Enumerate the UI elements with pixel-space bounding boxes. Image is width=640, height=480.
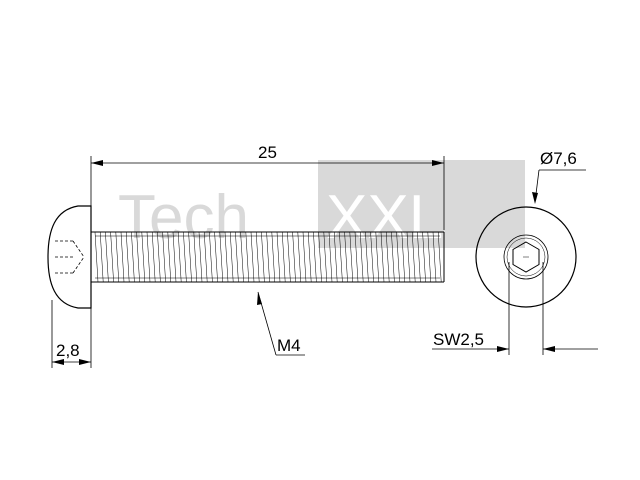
thread-line: [245, 231, 250, 283]
thread-line: [193, 231, 198, 283]
thread-line: [323, 231, 328, 283]
thread-line: [339, 231, 343, 283]
thread-line: [94, 231, 99, 283]
thread-leader: [257, 291, 305, 356]
arrow-left: [91, 160, 103, 166]
thread-line: [162, 231, 166, 283]
thread-line: [214, 231, 218, 283]
thread-line: [183, 231, 187, 283]
thread-label: M4: [277, 336, 301, 355]
screw-head: [47, 205, 92, 309]
thread-pitch-lines: [94, 231, 442, 283]
length-label: 25: [258, 143, 277, 162]
thread-line: [209, 231, 213, 283]
socket-dimension: [432, 262, 598, 355]
thread-line: [432, 231, 437, 283]
thread-line: [115, 231, 120, 283]
thread-line: [146, 231, 151, 283]
screw-end-view: [475, 206, 577, 308]
head-height-dimension: [51, 300, 92, 368]
thread-line: [177, 231, 182, 283]
thread-line: [422, 231, 426, 283]
thread-line: [240, 231, 244, 283]
arrow-right: [432, 160, 444, 166]
thread-line: [125, 231, 130, 283]
thread-line: [110, 231, 114, 283]
thread-line: [266, 231, 270, 283]
thread-line: [354, 231, 359, 283]
thread-line: [271, 231, 276, 283]
thread-line: [380, 231, 385, 283]
thread-line: [203, 231, 208, 283]
diameter-leader: [532, 169, 586, 204]
socket-circle: [503, 234, 549, 280]
thread-line: [141, 231, 146, 283]
thread-line: [437, 231, 442, 283]
thread-line: [406, 231, 411, 283]
thread-line: [344, 231, 348, 283]
thread-line: [136, 231, 140, 283]
thread-line: [229, 231, 234, 283]
thread-line: [307, 231, 312, 283]
thread-line: [427, 231, 432, 283]
thread-line: [167, 231, 172, 283]
thread-line: [120, 231, 125, 283]
socket-label: SW2,5: [433, 330, 484, 349]
thread-line: [131, 231, 135, 283]
thread-line: [250, 231, 255, 283]
thread-line: [224, 231, 229, 283]
thread-line: [157, 231, 161, 283]
thread-line: [385, 231, 390, 283]
hex-socket-hidden-lines: [55, 240, 85, 274]
diameter-label: Ø7,6: [540, 149, 577, 168]
thread-line: [396, 231, 400, 283]
thread-line: [287, 231, 291, 283]
hex-socket: [512, 241, 540, 273]
thread-line: [401, 231, 406, 283]
thread-line: [349, 231, 354, 283]
thread-line: [318, 231, 322, 283]
thread-line: [333, 231, 338, 283]
thread-line: [235, 231, 239, 283]
thread-line: [375, 231, 380, 283]
thread-line: [328, 231, 333, 283]
thread-line: [302, 231, 307, 283]
thread-line: [292, 231, 296, 283]
thread-line: [172, 231, 177, 283]
thread-line: [276, 231, 281, 283]
thread-line: [297, 231, 302, 283]
thread-line: [219, 231, 224, 283]
thread-line: [411, 231, 416, 283]
thread-line: [151, 231, 156, 283]
thread-line: [391, 231, 395, 283]
thread-line: [261, 231, 265, 283]
thread-line: [255, 231, 260, 283]
thread-line: [281, 231, 286, 283]
thread-line: [313, 231, 317, 283]
watermark-left-text: Tech: [118, 183, 249, 252]
thread-line: [188, 231, 192, 283]
thread-line: [105, 231, 109, 283]
watermark-box: [318, 160, 525, 248]
thread-line: [99, 231, 104, 283]
thread-line: [370, 231, 374, 283]
thread-line: [359, 231, 364, 283]
head-outer-circle: [475, 206, 577, 308]
thread-line: [365, 231, 369, 283]
length-dimension: [90, 156, 445, 230]
screw-side-view: [47, 205, 445, 309]
thread-line: [198, 231, 203, 283]
watermark: Tech XXL: [118, 160, 525, 252]
thread-line: [417, 231, 421, 283]
watermark-right-text: XXL: [326, 183, 443, 252]
socket-inner-circle: [506, 237, 546, 277]
head-height-label: 2,8: [56, 341, 80, 360]
